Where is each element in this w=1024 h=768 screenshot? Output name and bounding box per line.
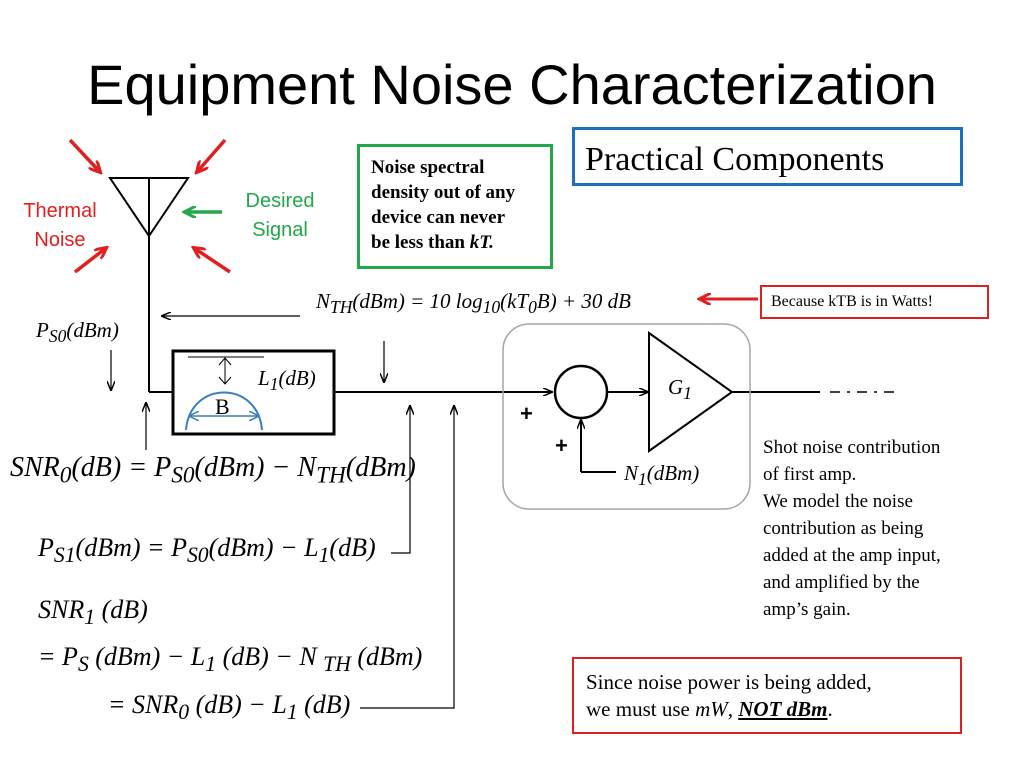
noise-power-note: Since noise power is being added, we mus… [572,657,962,734]
note-line: we must use [586,697,696,721]
thermal-noise-label: Thermal Noise [15,197,105,255]
because-ktb-text: Because kTB is in Watts! [771,293,933,310]
not-dbm-term: NOT dBm [738,697,828,721]
text-line: Shot noise contribution [763,437,941,458]
page-title: Equipment Noise Characterization [87,53,937,116]
equation-snr0: SNR0(dB) = PS0(dBm) − NTH(dBm) [10,452,416,489]
ps0-label: PS0(dBm) [36,318,119,347]
equation-snr1-result: = SNR0 (dB) − L1 (dB) [108,690,351,725]
shot-noise-text: Shot noise contribution of first amp. We… [763,434,993,623]
antenna-icon [108,177,190,392]
note-line: device can never [371,207,506,228]
text-line: of first amp. [763,464,857,485]
note-period: . [827,697,833,721]
l1-label: L1(dB) [258,366,316,395]
summing-junction [553,364,609,420]
label-line: Signal [252,219,308,241]
note-line: density out of any [371,182,516,203]
label-line: Noise [34,229,86,251]
practical-components-label: Practical Components [585,141,885,178]
note-line: Since noise power is being added, [586,670,872,694]
practical-components-box: Practical Components [572,127,963,186]
kt-term: kT. [469,232,494,253]
text-line: contribution as being [763,518,924,539]
note-sep: , [727,697,739,721]
text-line: added at the amp input, [763,545,941,566]
thermal-noise-arrows [68,138,231,274]
desired-signal-label: Desired Signal [235,187,325,245]
text-line: amp’s gain. [763,599,851,620]
amplifier-icon [648,331,734,453]
g1-label: G1 [668,375,692,404]
bandwidth-label: B [215,394,230,419]
plus-sign: + [520,401,533,426]
equation-snr1: SNR1 (dB) [38,595,148,630]
nth-equation: NTH(dBm) = 10 log10(kT0B) + 30 dB [316,289,631,318]
note-line: Noise spectral [371,157,485,178]
label-line: Thermal [23,200,97,222]
because-ktb-note: Because kTB is in Watts! [760,285,989,319]
equation-ps1: PS1(dBm) = PS0(dBm) − L1(dB) [38,533,376,568]
plus-sign: + [555,433,568,458]
loss-block [171,349,336,436]
noise-spectral-note: Noise spectral density out of any device… [357,144,553,269]
text-line: and amplified by the [763,572,920,593]
n1-label: N1(dBm) [624,461,700,490]
mw-term: mW [695,697,728,721]
equation-snr1-expanded: = PS (dBm) − L1 (dB) − N TH (dBm) [38,642,423,677]
amp-enclosure [502,323,751,510]
note-line: be less than [371,232,470,253]
label-line: Desired [245,190,315,212]
text-line: We model the noise [763,491,913,512]
